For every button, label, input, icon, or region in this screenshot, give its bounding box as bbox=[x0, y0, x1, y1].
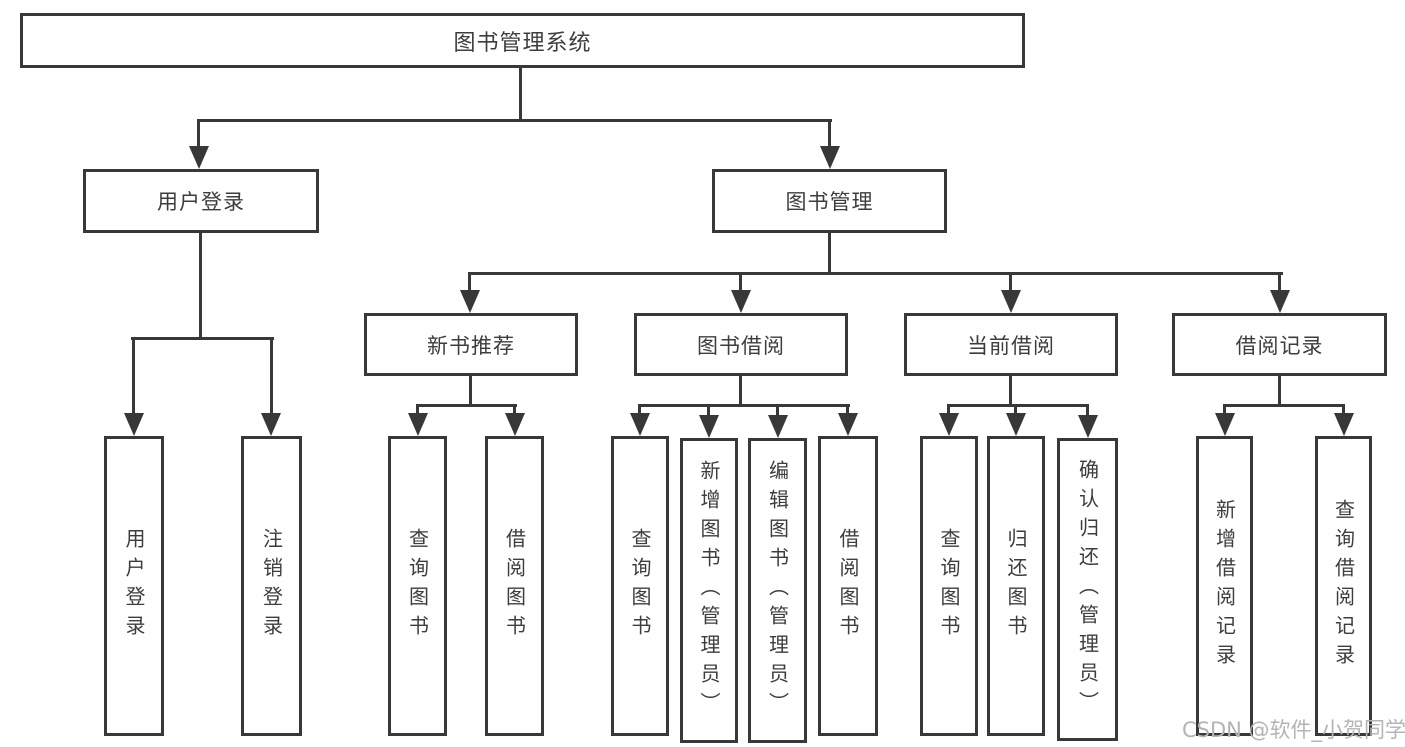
arrowhead-down bbox=[124, 413, 144, 436]
leaf-query-borrow-record: 查询借阅记录 bbox=[1315, 436, 1372, 736]
arrowhead-down bbox=[408, 413, 428, 436]
node-new-book-recommend: 新书推荐 bbox=[364, 313, 578, 376]
arrowhead-down bbox=[1334, 413, 1354, 436]
node-root: 图书管理系统 bbox=[20, 13, 1025, 68]
arrowhead-down bbox=[1078, 415, 1098, 438]
connector-recommend-stem bbox=[469, 376, 472, 407]
connector-current-bus bbox=[947, 404, 1089, 407]
leaf-edit-book-admin: 编辑图书（管理员） bbox=[748, 438, 807, 743]
arrowhead-down bbox=[1001, 290, 1021, 313]
connector-stub bbox=[1223, 404, 1226, 416]
arrowhead-down bbox=[731, 290, 751, 313]
connector-stub bbox=[638, 404, 641, 416]
connector-level2-bus bbox=[197, 119, 832, 122]
connector-stub bbox=[132, 337, 135, 416]
connector-stub bbox=[416, 404, 419, 416]
arrowhead-down bbox=[939, 413, 959, 436]
connector-stub bbox=[468, 272, 471, 293]
connector-stub bbox=[1009, 272, 1012, 293]
connector-stub bbox=[707, 404, 710, 418]
connector-stub bbox=[1086, 404, 1089, 418]
connector-stub bbox=[739, 272, 742, 293]
arrowhead-down bbox=[460, 290, 480, 313]
connector-stub bbox=[828, 119, 831, 147]
leaf-logout: 注销登录 bbox=[241, 436, 302, 736]
leaf-return-book: 归还图书 bbox=[987, 436, 1045, 736]
connector-stub bbox=[197, 119, 200, 147]
arrowhead-down bbox=[189, 146, 209, 169]
connector-stub bbox=[947, 404, 950, 416]
connector-level3-bus bbox=[468, 272, 1283, 275]
connector-stub bbox=[1014, 404, 1017, 416]
leaf-query-books-borrow: 查询图书 bbox=[611, 436, 669, 736]
node-user-login: 用户登录 bbox=[83, 169, 319, 233]
leaf-confirm-return-admin: 确认归还（管理员） bbox=[1057, 438, 1118, 741]
connector-stub bbox=[513, 404, 516, 416]
connector-borrow-stem bbox=[739, 376, 742, 407]
connector-stub bbox=[270, 337, 273, 416]
node-book-management: 图书管理 bbox=[712, 169, 947, 233]
connector-user-login-bus bbox=[131, 337, 274, 340]
connector-records-stem bbox=[1278, 376, 1281, 407]
arrowhead-down bbox=[630, 413, 650, 436]
connector-current-stem bbox=[1009, 376, 1012, 407]
leaf-query-books-current: 查询图书 bbox=[920, 436, 978, 736]
connector-recommend-bus bbox=[416, 404, 517, 407]
connector-user-login-stem bbox=[199, 233, 202, 339]
csdn-watermark: CSDN @软件_小贺同学 bbox=[1182, 718, 1405, 742]
arrowhead-down bbox=[505, 413, 525, 436]
arrowhead-down bbox=[768, 415, 788, 438]
connector-stub bbox=[1342, 404, 1345, 416]
connector-stub bbox=[776, 404, 779, 418]
connector-stub bbox=[846, 404, 849, 416]
arrowhead-down bbox=[1215, 413, 1235, 436]
connector-book-mgmt-stem bbox=[828, 233, 831, 275]
node-borrow-records: 借阅记录 bbox=[1172, 313, 1387, 376]
arrowhead-down bbox=[820, 146, 840, 169]
arrowhead-down bbox=[699, 415, 719, 438]
arrowhead-down bbox=[261, 413, 281, 436]
connector-borrow-bus bbox=[638, 404, 850, 407]
connector-root-stem bbox=[519, 68, 522, 122]
leaf-borrow-books-recommend: 借阅图书 bbox=[485, 436, 544, 736]
leaf-add-borrow-record: 新增借阅记录 bbox=[1196, 436, 1253, 736]
leaf-user-login: 用户登录 bbox=[104, 436, 164, 736]
leaf-query-books-recommend: 查询图书 bbox=[388, 436, 447, 736]
arrowhead-down bbox=[1270, 290, 1290, 313]
connector-stub bbox=[1278, 272, 1281, 293]
node-current-borrow: 当前借阅 bbox=[904, 313, 1118, 376]
connector-records-bus bbox=[1223, 404, 1345, 407]
arrowhead-down bbox=[838, 413, 858, 436]
leaf-borrow-books: 借阅图书 bbox=[818, 436, 878, 736]
node-book-borrow: 图书借阅 bbox=[634, 313, 848, 376]
leaf-add-book-admin: 新增图书（管理员） bbox=[680, 438, 738, 743]
arrowhead-down bbox=[1006, 413, 1026, 436]
